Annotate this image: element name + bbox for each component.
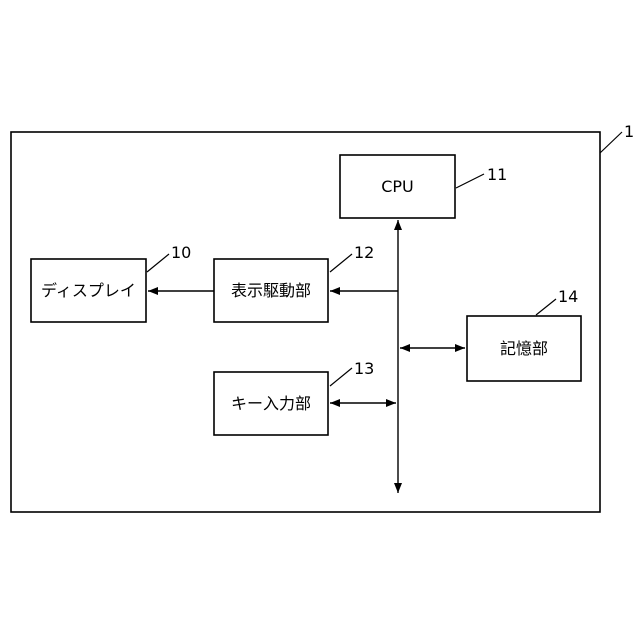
display-driver-ref-leader [330,254,352,272]
display-driver-ref-label: 12 [354,243,374,262]
storage-label: 記憶部 [500,339,548,358]
display-ref-label: 10 [171,243,191,262]
device-ref-leader [600,132,622,153]
storage-ref-label: 14 [558,287,578,306]
key-input-ref-label: 13 [354,359,374,378]
storage-ref-leader [536,299,556,315]
key-input-label: キー入力部 [231,394,311,413]
display-label: ディスプレイ [41,281,136,300]
display-driver-label: 表示駆動部 [231,281,311,300]
key-input-ref-leader [330,368,352,386]
cpu-label: CPU [381,177,414,196]
display-ref-leader [147,254,169,272]
cpu-ref-label: 11 [487,165,507,184]
device-ref-label: 1 [624,122,634,141]
cpu-ref-leader [456,174,484,188]
